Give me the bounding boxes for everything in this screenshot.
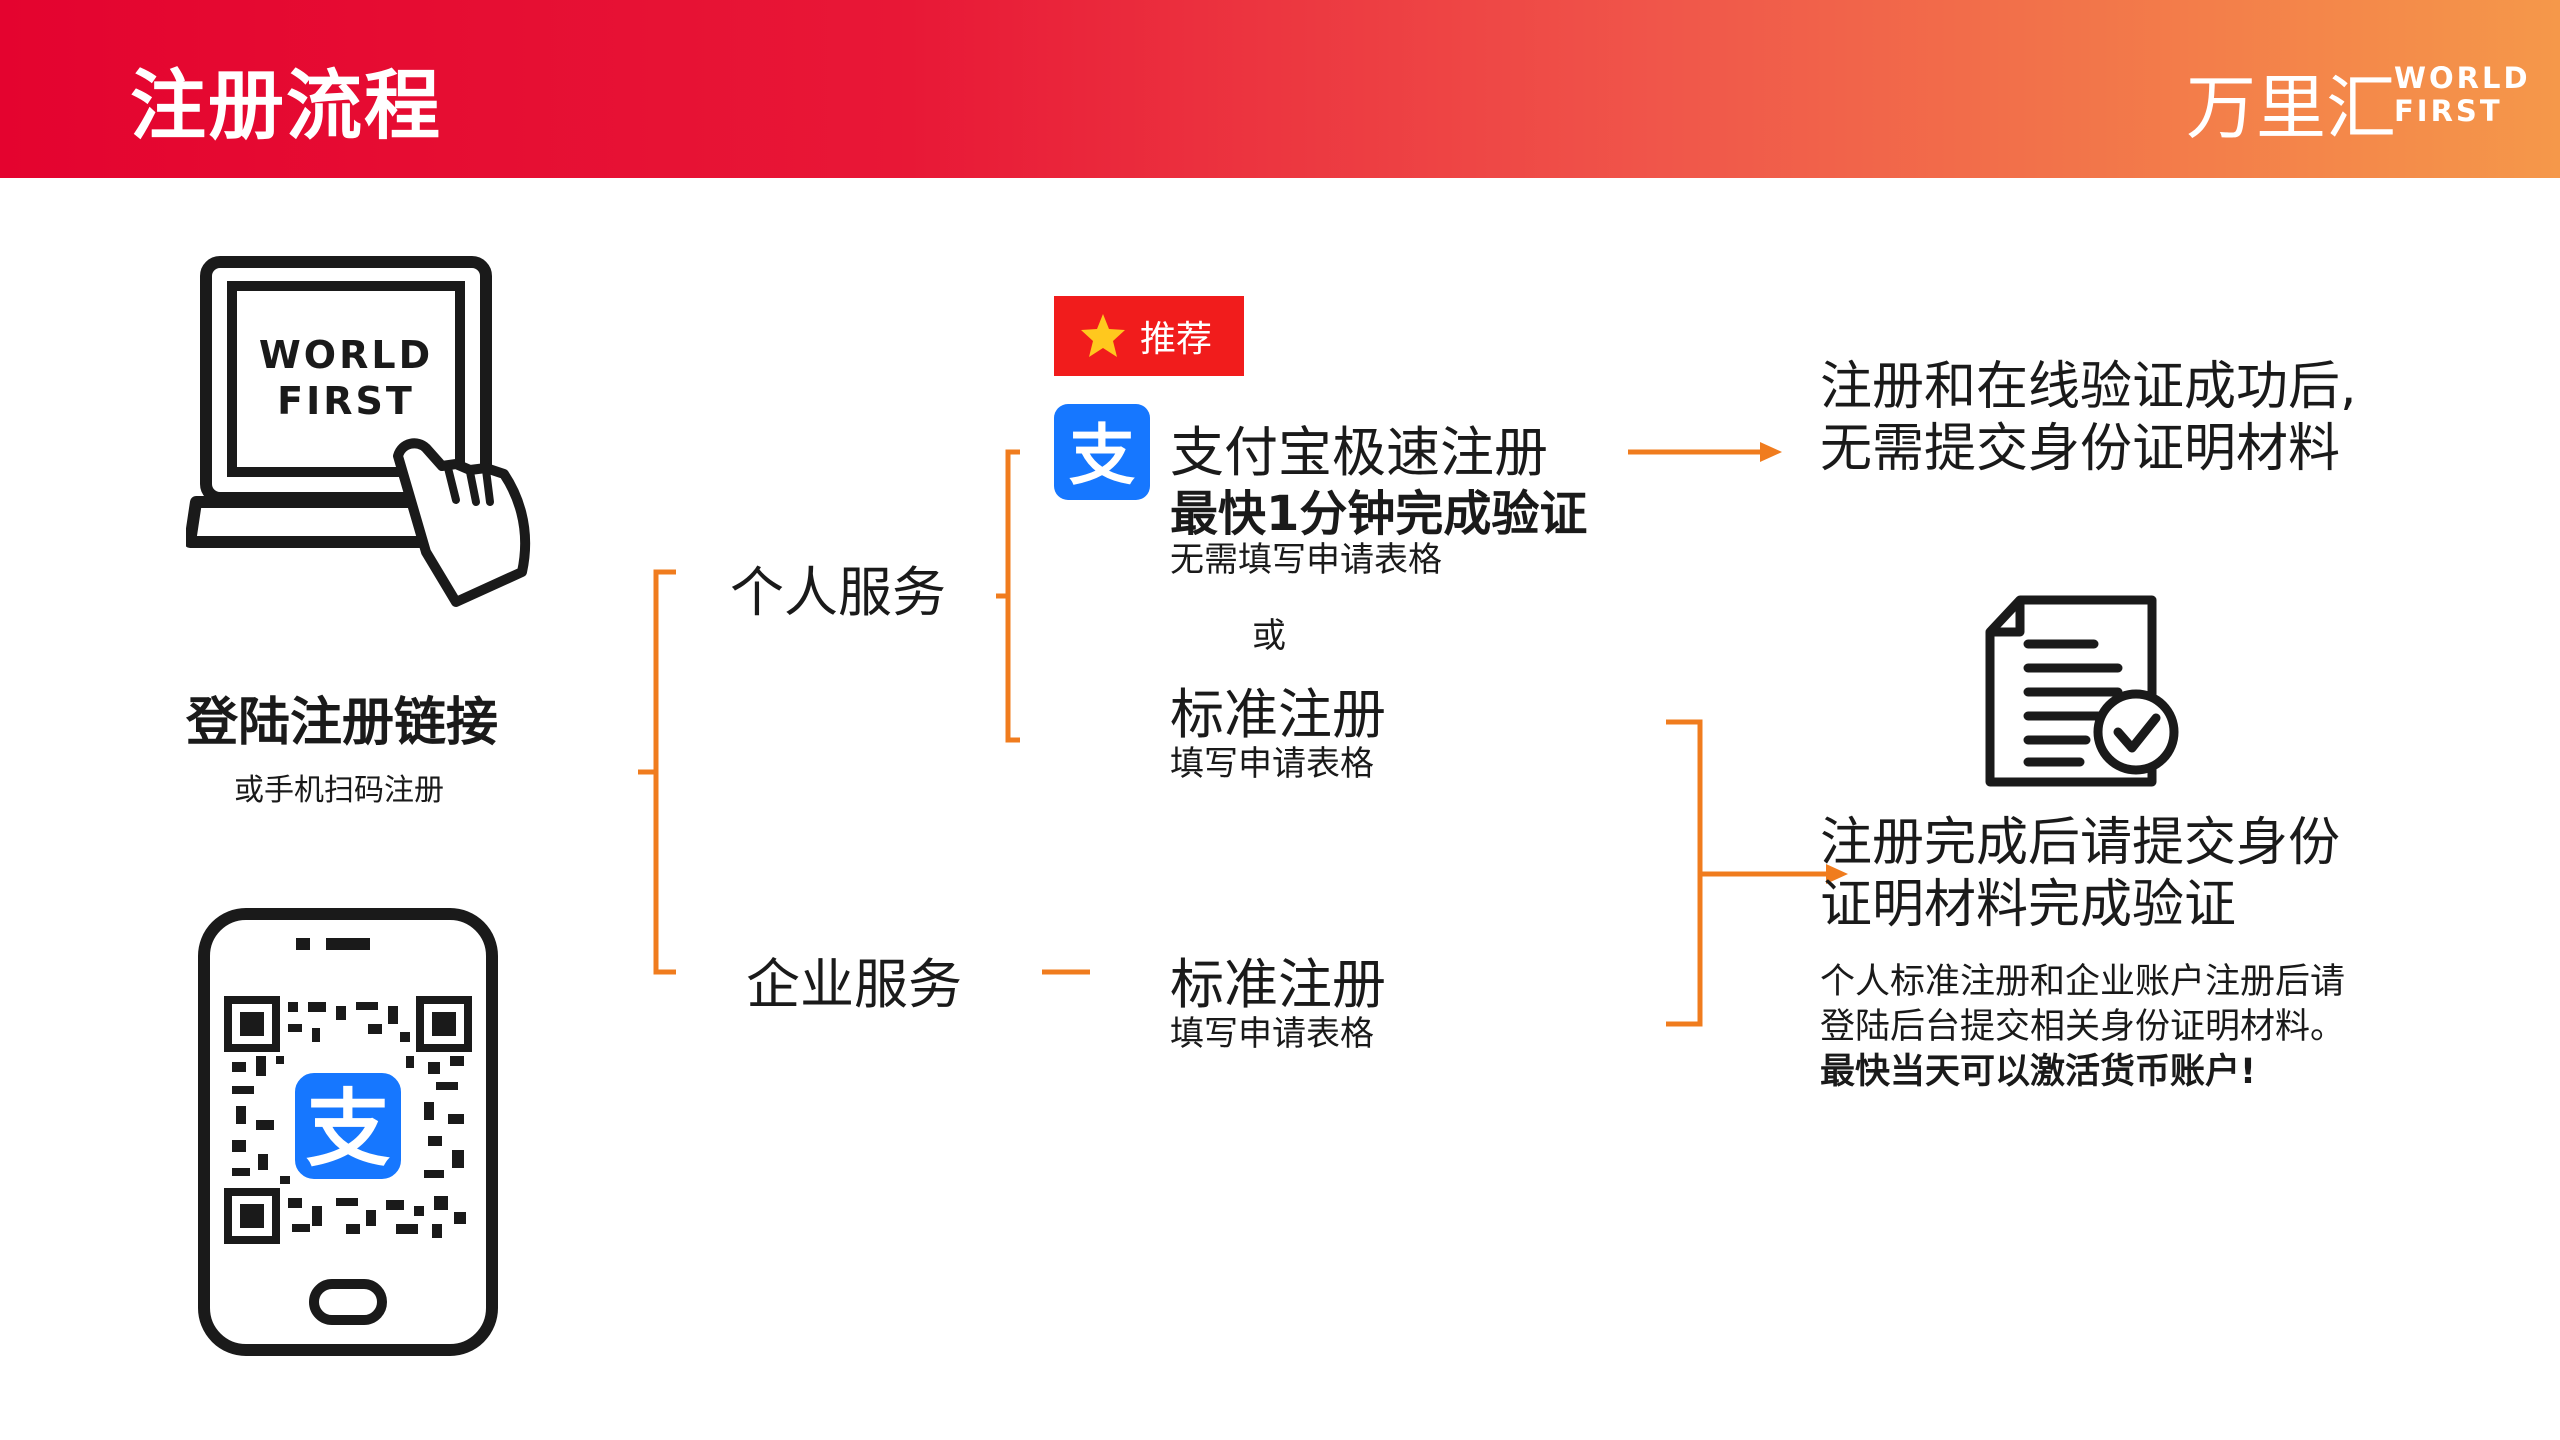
brand-logo-en: WORLD FIRST — [2394, 61, 2531, 128]
laptop-icon: WORLD FIRST — [186, 256, 531, 607]
star-icon — [1081, 314, 1125, 357]
alipay-register-note: 无需填写申请表格 — [1170, 540, 1442, 580]
recommend-badge-label: 推荐 — [1140, 319, 1213, 360]
alipay-register-title: 支付宝极速注册 — [1170, 421, 1548, 484]
alipay-register-speed: 最快1分钟完成验证 — [1170, 486, 1588, 542]
login-register-title: 登陆注册链接 — [186, 693, 499, 753]
branch-personal-service: 个人服务 — [730, 561, 946, 624]
laptop-screen-text-1: WORLD — [259, 333, 433, 377]
page-title: 注册流程 — [130, 61, 442, 150]
scan-qr-subtitle: 或手机扫码注册 — [234, 773, 444, 808]
result-fast-text: 注册和在线验证成功后, 无需提交身份证明材料 — [1820, 357, 2357, 479]
brand-logo-cn: 万里汇 — [2186, 67, 2396, 149]
standard-register-enterprise-sub: 填写申请表格 — [1170, 1014, 1374, 1054]
or-label: 或 — [1252, 616, 1286, 656]
svg-text:支: 支 — [1069, 417, 1135, 494]
activation-note: 最快当天可以激活货币账户! — [1820, 1052, 2256, 1092]
alipay-logo-icon: 支 — [1054, 404, 1150, 500]
standard-register-personal-title: 标准注册 — [1170, 683, 1386, 746]
result-standard-text: 注册完成后请提交身份 证明材料完成验证 — [1820, 813, 2341, 935]
qr-alipay-logo-glyph: 支 — [306, 1080, 390, 1178]
document-check-icon — [1985, 595, 2179, 787]
result-standard-description: 个人标准注册和企业账户注册后请 登陆后台提交相关身份证明材料。 最快当天可以激活… — [1820, 960, 2345, 1095]
header-bar: 注册流程 万里汇 WORLD FIRST — [0, 0, 2560, 178]
phone-qr-icon[interactable]: 支 — [196, 906, 500, 1358]
branch-enterprise-service: 企业服务 — [746, 953, 962, 1016]
recommend-badge: 推荐 — [1054, 296, 1244, 376]
laptop-screen-text-2: FIRST — [277, 379, 415, 423]
standard-register-personal-sub: 填写申请表格 — [1170, 744, 1374, 784]
standard-register-enterprise-title: 标准注册 — [1170, 953, 1386, 1016]
